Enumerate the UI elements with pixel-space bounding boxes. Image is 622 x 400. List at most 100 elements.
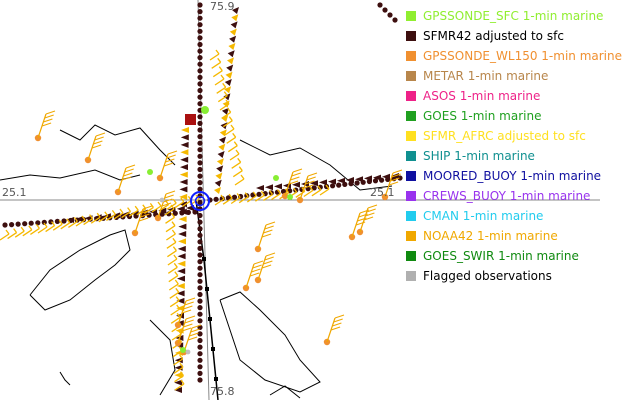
legend-label: GOES_SWIR 1-min marine [423,249,579,263]
sfmr42-point [197,87,203,94]
wind-barb-staff [169,291,180,299]
sfmr42-point [311,185,317,191]
legend-item[interactable]: GPSSONDE_WL150 1-min marine [406,46,622,66]
wind-barb-feather [166,154,176,159]
wind-barb-flag [218,143,226,151]
legend-label: SHIP 1-min marine [423,149,535,163]
wind-barb-flag [177,268,186,275]
wind-barb-feather [251,268,261,273]
wind-barb-feather [134,205,139,211]
wind-barb-staff [232,170,243,178]
sfmr42-point [197,252,203,258]
sfmr42-point [197,344,203,350]
wind-barb-staff [238,196,249,204]
wind-barb-feather [171,229,176,235]
wind-barb-staff [245,263,255,289]
legend-swatch [406,231,416,241]
wind-barb-feather [238,166,243,172]
wind-barb-feather [222,82,227,88]
wind-barb-flag [328,178,336,185]
sfc-sonde-marker[interactable] [201,106,209,114]
legend-item[interactable]: MOORED_BUOY 1-min marine [406,166,601,186]
sfmr42-point [197,160,203,166]
legend-item[interactable]: CMAN 1-min marine [406,206,598,226]
wind-barb-feather [174,271,179,277]
sfmr42-point [22,221,28,227]
wind-barb-flag [180,134,189,141]
wind-barb-feather [163,198,173,203]
wind-barb-feather [149,203,154,208]
sfmr42-point [197,318,203,324]
wind-barb-staff [52,223,63,231]
wind-barb-staff [174,375,184,383]
legend-item[interactable]: SFMR42 adjusted to sfc [406,26,598,46]
wind-barb-flag [180,156,189,163]
wind-barb-staff [173,366,184,374]
sfmr42-point [197,173,203,179]
wind-barb-flag [176,305,185,312]
wind-barb-staff [255,194,265,202]
sfmr42-point [197,120,203,126]
sfmr42-point [197,199,203,205]
legend-label: Flagged observations [423,269,552,283]
sfmr42-point [197,377,203,383]
legend-item[interactable]: GPSSONDE_SFC 1-min marine [406,6,603,26]
legend-item[interactable]: GOES_SWIR 1-min marine [406,246,598,266]
storm-center-outer-ring[interactable] [190,191,210,211]
wind-barb-staff [166,233,176,241]
legend-item[interactable]: ASOS 1-min marine [406,86,598,106]
wind-barb-flag [177,245,186,252]
wind-barb-flag [221,107,229,115]
wind-barb-flag [292,181,300,188]
wind-barb-staff [83,218,93,226]
sfc-sonde-marker [273,175,279,181]
sfmr42-point [197,15,203,21]
legend-swatch [406,51,416,61]
wind-barb-staff [121,211,131,219]
wind-barb-flag [178,231,187,237]
wind-barb-feather [184,319,194,324]
wind-barb-feather [263,260,273,265]
sfmr42-point [197,186,203,192]
legend-swatch [406,151,416,161]
sfc-sonde-marker [180,347,186,353]
sfmr42-point [197,259,203,265]
sfmr42-point [317,184,323,190]
legend-item[interactable]: SFMR_AFRC adjusted to sfc [406,126,598,146]
wind-barb-feather [181,327,192,332]
wind-barb-staff [37,113,47,139]
wind-barb-staff [169,300,180,308]
legend-swatch [406,71,416,81]
wind-barb-feather [73,217,78,222]
wind-barb-feather [236,193,241,198]
sfmr42-point [197,305,203,311]
wind-barb-flag [310,180,318,187]
wind-barb-feather [181,309,192,314]
wind-barb-feather [104,211,109,217]
legend-item[interactable]: GOES 1-min marine [406,106,598,126]
wind-barb-feather [334,314,345,319]
wind-barb-feather [35,224,40,229]
metar-station-marker[interactable] [185,114,196,125]
legend-item[interactable]: NOAA42 1-min marine [406,226,598,246]
wind-barb-feather [309,186,314,191]
storm-center-inner-ring [194,195,206,207]
legend-item[interactable]: SHIP 1-min marine [406,146,598,166]
legend-label: GOES 1-min marine [423,109,542,123]
sfmr42-point [197,212,203,219]
wind-barb-feather [268,190,274,195]
wind-barb-feather [165,158,175,163]
wind-barb-feather [215,49,220,55]
wind-barb-staff [30,227,40,235]
sfmr42-point [197,337,203,344]
wind-barb-flag [178,216,187,223]
legend-label: NOAA42 1-min marine [423,229,558,243]
legend-item[interactable]: Flagged observations [406,266,598,286]
legend-swatch [406,91,416,101]
legend-item[interactable]: METAR 1-min marine [406,66,598,86]
wind-barb-feather [121,176,132,181]
legend-item[interactable]: CREWS_BUOY 1-min marine [406,186,598,206]
wind-barb-staff [68,220,78,228]
wind-analysis-map[interactable] [0,0,600,400]
wind-barb-feather [228,193,233,199]
